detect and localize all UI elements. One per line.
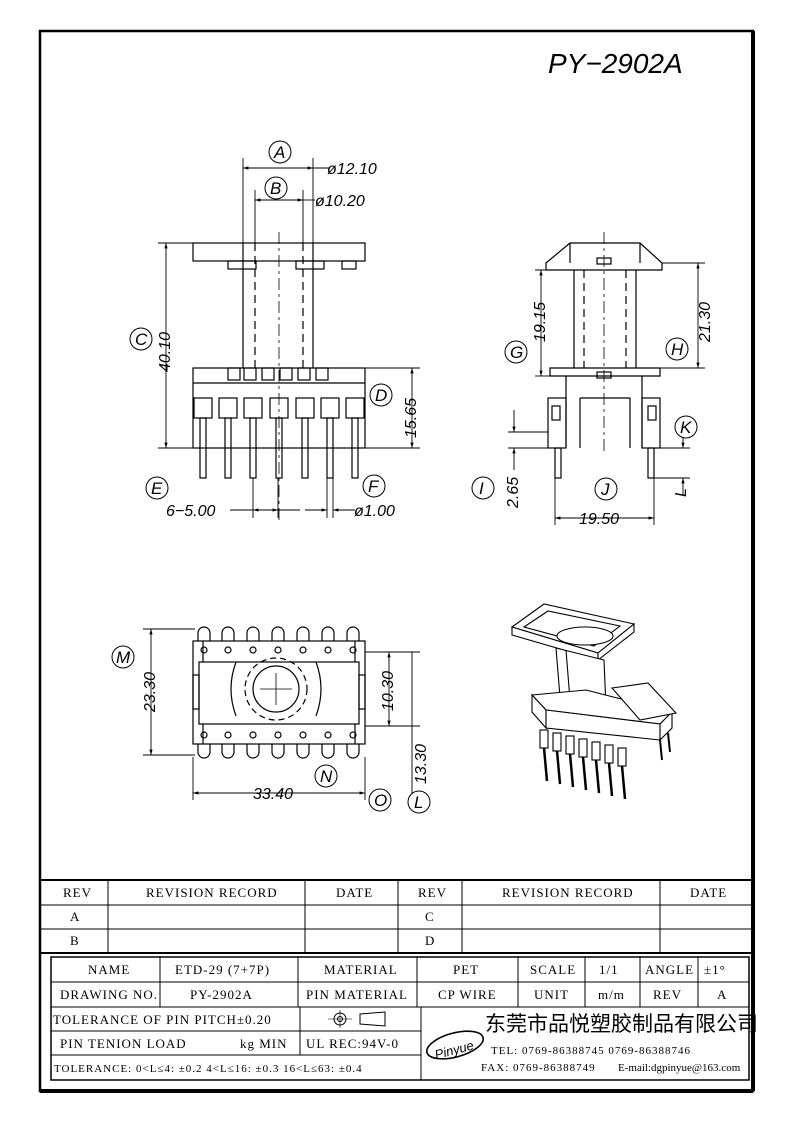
sheet-frame: [38, 29, 755, 1093]
date-header-2: DATE: [690, 885, 727, 900]
label-k: K: [680, 418, 692, 437]
label-h: H: [671, 340, 684, 359]
label-d: D: [375, 386, 387, 405]
material-label: MATERIAL: [324, 962, 398, 977]
pin-material-value: CP WIRE: [438, 987, 497, 1002]
dim-n-value: 33.40: [253, 786, 293, 803]
rev-c: C: [425, 909, 435, 924]
revision-table-text: REV REVISION RECORD DATE REV REVISION RE…: [63, 885, 727, 948]
label-f: F: [368, 477, 380, 496]
dim-j-value: 19.50: [579, 511, 619, 528]
rev-d: D: [425, 933, 435, 948]
label-m: M: [116, 648, 131, 667]
label-l: L: [414, 793, 423, 812]
drawing-no-value: PY-2902A: [190, 987, 253, 1002]
label-c: C: [135, 330, 148, 349]
company-tel: TEL: 0769-86388745 0769-86388746: [491, 1045, 691, 1057]
dim-l-value: 13.30: [413, 744, 430, 784]
revision-record-header-2: REVISION RECORD: [502, 885, 634, 900]
front-view-labels: A ø12.10 B ø10.20 C 40.10 D 15.65 E 6−5.…: [129, 140, 420, 520]
company-name: 东莞市品悦塑胶制品有限公司: [485, 1012, 758, 1036]
dim-f-value: ø1.00: [354, 503, 395, 520]
name-label: NAME: [88, 962, 130, 977]
company-email: E-mail:dgpinyue@163.com: [618, 1062, 741, 1074]
rev-header-1: REV: [63, 885, 92, 900]
dim-a-value: ø12.10: [327, 161, 377, 178]
ul-rec: UL REC:94V-0: [306, 1036, 399, 1051]
name-value: ETD-29 (7+7P): [175, 962, 270, 977]
side-view-labels: G 19.15 H 21.30 K I 2.65 J 19.50 L: [471, 302, 714, 528]
revision-table: [40, 879, 753, 954]
dim-i-value: 2.65: [505, 477, 522, 509]
pinyue-logo: [426, 1030, 484, 1060]
title-block: [50, 956, 750, 1081]
bottom-view-labels: M 23.30 10.30 N 33.40 O L 13.30: [111, 645, 431, 814]
drawing-title: PY−2902A: [548, 48, 683, 79]
label-i: I: [479, 479, 484, 498]
date-header-1: DATE: [336, 885, 373, 900]
side-view: [545, 232, 663, 479]
front-view: [192, 232, 366, 520]
label-e: E: [151, 479, 163, 498]
pin-tension-load: PIN TENION LOAD: [60, 1036, 187, 1051]
label-b: B: [270, 179, 281, 198]
label-n: N: [320, 767, 333, 786]
dim-c-value: 40.10: [157, 332, 174, 372]
scale-value: 1/1: [599, 962, 619, 977]
rev-b: B: [70, 933, 80, 948]
bottom-view: [192, 626, 366, 759]
rev-header-2: REV: [418, 885, 447, 900]
dim-e-value: 6−5.00: [166, 503, 215, 520]
dim-b-value: ø10.20: [315, 193, 365, 210]
rev-value: A: [717, 987, 727, 1002]
label-a: A: [273, 143, 285, 162]
dim-d-value: 15.65: [403, 398, 420, 438]
angle-label: ANGLE: [645, 962, 694, 977]
rev-a: A: [70, 909, 80, 924]
unit-value: m/m: [598, 987, 625, 1002]
title-block-text: NAME ETD-29 (7+7P) MATERIAL PET SCALE 1/…: [53, 962, 727, 1075]
company-block: Pinyue 东莞市品悦塑胶制品有限公司 TEL: 0769-86388745 …: [426, 1012, 758, 1074]
label-g: G: [510, 343, 523, 362]
drawing-no-label: DRAWING NO.: [60, 987, 158, 1002]
label-o: O: [374, 791, 387, 810]
label-j: J: [600, 480, 610, 499]
dim-m-value: 23.30: [142, 672, 159, 713]
revision-record-header-1: REVISION RECORD: [146, 885, 278, 900]
unit-label: UNIT: [534, 987, 569, 1002]
general-tolerance: TOLERANCE: 0<L≤4: ±0.2 4<L≤16: ±0.3 16<L…: [54, 1063, 363, 1075]
angle-value: ±1°: [704, 962, 726, 977]
dim-h-value: 21.30: [697, 302, 714, 343]
label-l-side: L: [673, 488, 690, 497]
dim-g-value: 19.15: [532, 302, 549, 342]
company-fax: FAX: 0769-86388749: [481, 1062, 596, 1074]
pin-load-unit: kg MIN: [240, 1036, 288, 1051]
dim-10-30-value: 10.30: [380, 671, 397, 711]
pin-material-label: PIN MATERIAL: [306, 987, 408, 1002]
material-value: PET: [453, 962, 479, 977]
isometric-view: [510, 603, 678, 800]
tolerance-pin-pitch: TOLERANCE OF PIN PITCH±0.20: [53, 1012, 272, 1027]
rev-label: REV: [653, 987, 682, 1002]
scale-label: SCALE: [530, 962, 576, 977]
